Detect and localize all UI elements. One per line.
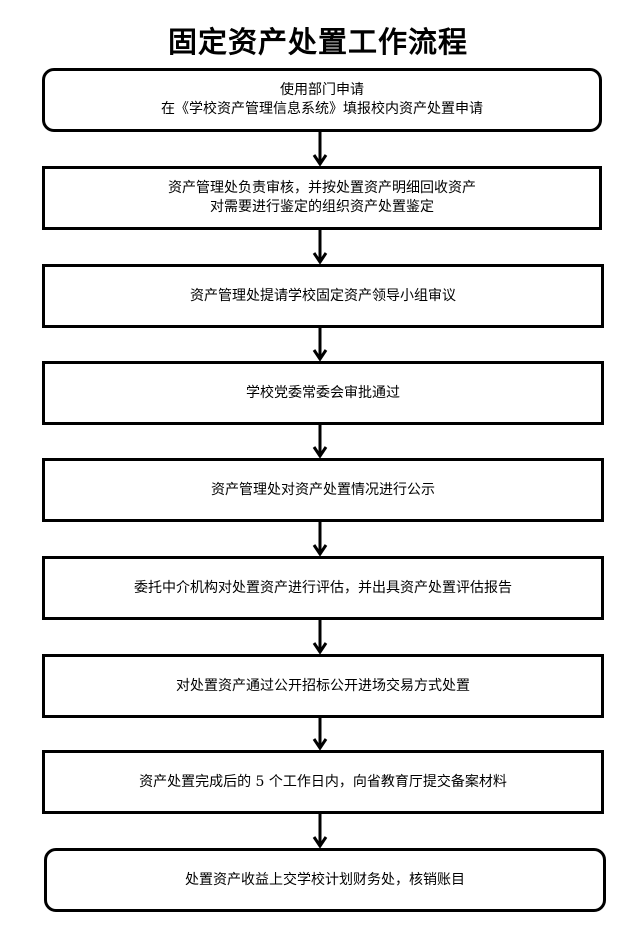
flow-step-text: 处置资产收益上交学校计划财务处，核销账目 bbox=[185, 871, 465, 888]
flow-step-text: 在《学校资产管理信息系统》填报校内资产处置申请 bbox=[161, 101, 483, 117]
down-arrow-icon bbox=[310, 230, 330, 264]
down-arrow-icon bbox=[310, 718, 330, 750]
flow-step-text: 资产管理处提请学校固定资产领导小组审议 bbox=[190, 287, 456, 304]
flow-step-text: 学校党委常委会审批通过 bbox=[246, 384, 400, 401]
flow-step-text: 资产管理处负责审核，并按处置资产明细回收资产 bbox=[168, 180, 476, 196]
flow-step-4: 学校党委常委会审批通过 bbox=[42, 361, 604, 425]
flow-step-text: 对处置资产通过公开招标公开进场交易方式处置 bbox=[176, 677, 470, 694]
down-arrow-icon bbox=[310, 620, 330, 654]
down-arrow-icon bbox=[310, 814, 330, 848]
flow-step-3: 资产管理处提请学校固定资产领导小组审议 bbox=[42, 264, 604, 328]
down-arrow-icon bbox=[310, 522, 330, 556]
flow-step-5: 资产管理处对资产处置情况进行公示 bbox=[42, 458, 604, 522]
down-arrow-icon bbox=[310, 132, 330, 166]
flow-step-9: 处置资产收益上交学校计划财务处，核销账目 bbox=[44, 848, 606, 912]
flow-step-2: 资产管理处负责审核，并按处置资产明细回收资产对需要进行鉴定的组织资产处置鉴定 bbox=[42, 166, 602, 230]
flow-step-text: 使用部门申请 bbox=[280, 82, 364, 98]
flow-step-text: 委托中介机构对处置资产进行评估，并出具资产处置评估报告 bbox=[134, 579, 512, 596]
flow-step-text: 资产管理处对资产处置情况进行公示 bbox=[211, 481, 435, 498]
flow-step-1: 使用部门申请在《学校资产管理信息系统》填报校内资产处置申请 bbox=[42, 68, 602, 132]
down-arrow-icon bbox=[310, 328, 330, 361]
down-arrow-icon bbox=[310, 425, 330, 458]
flow-step-text: 资产处置完成后的 5 个工作日内，向省教育厅提交备案材料 bbox=[139, 773, 507, 790]
flow-step-6: 委托中介机构对处置资产进行评估，并出具资产处置评估报告 bbox=[42, 556, 604, 620]
flow-step-7: 对处置资产通过公开招标公开进场交易方式处置 bbox=[42, 654, 604, 718]
page-title: 固定资产处置工作流程 bbox=[167, 25, 468, 59]
flow-step-text: 对需要进行鉴定的组织资产处置鉴定 bbox=[210, 199, 434, 215]
flow-step-8: 资产处置完成后的 5 个工作日内，向省教育厅提交备案材料 bbox=[42, 750, 604, 814]
